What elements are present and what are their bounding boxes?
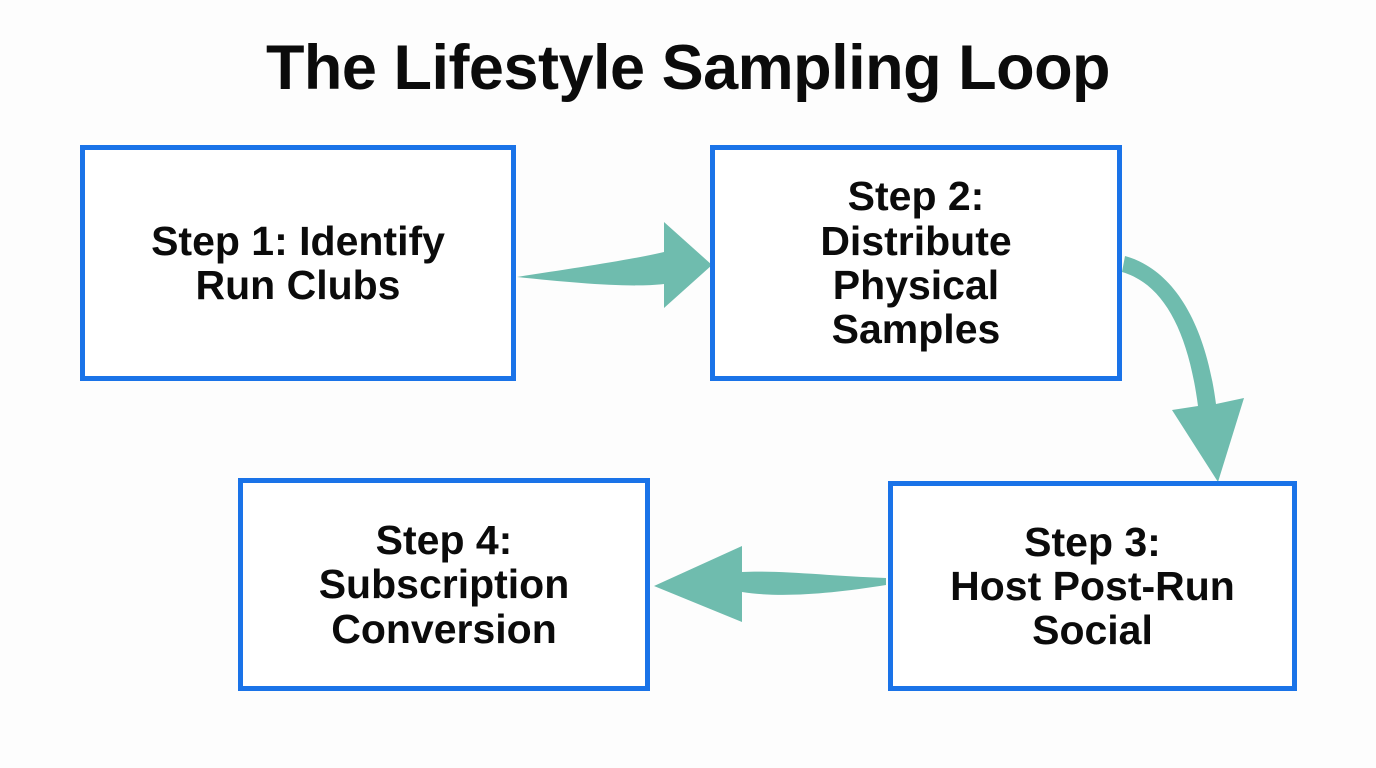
step-3-line-2: Host Post-Run bbox=[950, 562, 1235, 609]
step-box-1[interactable]: Step 1: Identify Run Clubs bbox=[80, 145, 516, 381]
arrow-step1-to-step2-icon bbox=[517, 222, 712, 308]
step-1-label: Step 1: Identify Run Clubs bbox=[141, 219, 455, 308]
step-box-4[interactable]: Step 4: Subscription Conversion bbox=[238, 478, 650, 691]
step-1-line-1: Step 1: Identify bbox=[151, 217, 445, 264]
step-3-label: Step 3: Host Post-Run Social bbox=[940, 518, 1245, 654]
arrow-step3-to-step4-icon bbox=[654, 546, 886, 622]
step-3-line-1: Step 3: bbox=[1024, 518, 1161, 565]
step-4-label: Step 4: Subscription Conversion bbox=[309, 518, 580, 651]
step-3-line-3: Social bbox=[1032, 607, 1153, 654]
step-2-line-2: Distribute bbox=[820, 217, 1012, 264]
step-box-3[interactable]: Step 3: Host Post-Run Social bbox=[888, 481, 1297, 691]
step-4-line-2: Subscription bbox=[318, 561, 570, 608]
step-2-label: Step 2: Distribute Physical Samples bbox=[810, 174, 1021, 351]
step-2-line-3: Physical bbox=[832, 262, 1000, 308]
step-box-2[interactable]: Step 2: Distribute Physical Samples bbox=[710, 145, 1122, 381]
step-1-line-2: Run Clubs bbox=[195, 262, 401, 308]
step-4-line-1: Step 4: bbox=[375, 517, 513, 564]
page-title: The Lifestyle Sampling Loop bbox=[265, 33, 1111, 103]
arrow-step2-to-step3-icon bbox=[1122, 256, 1244, 482]
step-2-line-4: Samples bbox=[831, 306, 1001, 353]
step-4-line-3: Conversion bbox=[331, 605, 557, 652]
step-2-line-1: Step 2: bbox=[847, 173, 985, 220]
